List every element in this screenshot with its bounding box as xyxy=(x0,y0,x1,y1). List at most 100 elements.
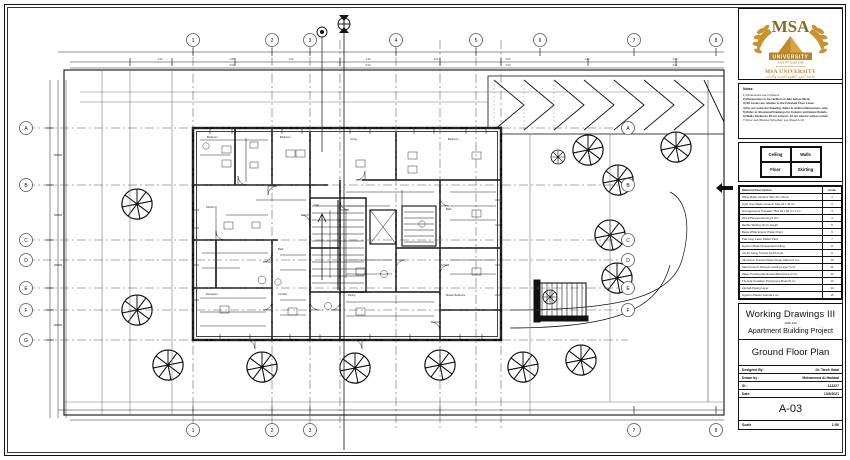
svg-text:Bath: Bath xyxy=(278,247,284,251)
window-symbols xyxy=(193,128,501,340)
material-code: 5 xyxy=(822,221,842,229)
materials-header-description: Material Description xyxy=(739,186,823,194)
scale-value: 1:50 xyxy=(831,423,839,427)
svg-text:2: 2 xyxy=(271,38,274,44)
field-label: ID : xyxy=(742,383,748,388)
finish-legend-grid: Ceiling Walls Floor Skirting xyxy=(759,146,822,178)
material-code: 13 xyxy=(822,277,842,285)
material-code: 14 xyxy=(822,284,842,292)
svg-text:MSA UNIVERSITY: MSA UNIVERSITY xyxy=(765,69,816,75)
material-description: Light Grey Matte Ceramic Tiles 30 x 30 c… xyxy=(739,200,823,208)
field-label: Date xyxy=(742,391,750,396)
svg-text:3.20: 3.20 xyxy=(158,58,163,61)
exterior-steps xyxy=(533,279,589,323)
grid-bubble-left: A B C D E F G xyxy=(19,121,33,347)
svg-text:Bedroom: Bedroom xyxy=(280,135,291,139)
material-code: 15 xyxy=(822,291,842,299)
material-code: 2 xyxy=(822,200,842,208)
secondary-stair xyxy=(401,205,437,247)
notes-box: Notes: 1) Dimensions are in Meters. 2) D… xyxy=(738,83,843,139)
note-line: 3) All Levels are relative to the Finish… xyxy=(743,101,815,106)
field-value: Mohammed Al-Haddad xyxy=(802,375,839,380)
title-panel: MSA UNIVERSITY IN EGYPT SINCE 1996 Accre… xyxy=(738,8,843,452)
course-title: Working Drawings III xyxy=(745,309,836,320)
svg-text:3.00: 3.00 xyxy=(434,58,439,61)
material-description: Pale Grey Latex Plastic Paint xyxy=(739,235,823,243)
project-name: Apartment Building Project xyxy=(747,326,834,335)
svg-text:B: B xyxy=(626,183,630,189)
materials-row: Aluminium Framed Glass Single Glazed 6 m… xyxy=(739,256,842,264)
svg-text:F: F xyxy=(626,308,629,314)
fixtures xyxy=(202,141,482,316)
note-line: 5) Refer to Structural Drawings for Colu… xyxy=(743,109,828,114)
dimension-chains xyxy=(46,48,724,421)
materials-header-code: Code xyxy=(822,186,842,194)
legend-cell-ceiling: Ceiling xyxy=(760,147,791,162)
material-description: Water Proofing Membrane Bituminous 4 mm xyxy=(739,270,823,278)
section-marker xyxy=(337,15,351,450)
svg-text:Master Bedroom: Master Bedroom xyxy=(446,293,465,297)
floor-plan-drawing-area[interactable]: Bedroom Bedroom Living Bedroom Kitchen B… xyxy=(10,10,735,450)
svg-text:D: D xyxy=(24,258,28,264)
svg-text:Corridor: Corridor xyxy=(278,292,288,296)
sheet-outer-border xyxy=(4,4,846,456)
material-description: Wood Parquet Flooring 8 mm xyxy=(739,214,823,222)
paving-chevron-band xyxy=(487,75,725,135)
material-code: 4 xyxy=(822,214,842,222)
svg-text:4: 4 xyxy=(395,38,398,44)
note-line: 1) Dimensions are in Meters. xyxy=(743,93,780,97)
svg-text:Kitchen: Kitchen xyxy=(206,205,215,209)
material-code: 11 xyxy=(822,263,842,271)
svg-text:3.40: 3.40 xyxy=(366,58,371,61)
material-code: 8 xyxy=(822,242,842,250)
msa-university-logo-icon: MSA UNIVERSITY IN EGYPT SINCE 1996 Accre… xyxy=(739,9,842,79)
field-date: Date 13/6/2021 xyxy=(739,390,842,398)
svg-text:5.00: 5.00 xyxy=(366,64,371,67)
section-marker-secondary xyxy=(316,26,328,152)
title-block-project: Working Drawings III ARE 434 Apartment B… xyxy=(739,304,842,340)
material-description: Asphalt Paving Layer xyxy=(739,284,823,292)
material-description: Gypsum Board Suspended Ceiling xyxy=(739,242,823,250)
material-description: Aluminium Framed Glass Single Glazed 6 m… xyxy=(739,256,823,264)
material-code: 10 xyxy=(822,256,842,264)
svg-text:8.20: 8.20 xyxy=(673,64,678,67)
svg-text:5: 5 xyxy=(475,38,478,44)
svg-text:6.00: 6.00 xyxy=(230,64,235,67)
course-code: ARE 434 xyxy=(784,321,797,325)
svg-text:4.20: 4.20 xyxy=(585,58,590,61)
svg-text:7: 7 xyxy=(633,38,636,44)
svg-text:Reception: Reception xyxy=(206,292,218,296)
plot-boundary xyxy=(63,69,725,416)
svg-text:B: B xyxy=(24,183,28,189)
svg-text:1.60: 1.60 xyxy=(289,58,294,61)
material-code: 7 xyxy=(822,235,842,243)
svg-text:4.00: 4.00 xyxy=(673,58,678,61)
svg-text:E: E xyxy=(626,286,630,292)
scale-row: Scale 1:50 xyxy=(739,421,842,429)
svg-text:3: 3 xyxy=(309,38,312,44)
svg-text:1: 1 xyxy=(192,428,195,434)
svg-text:MSA: MSA xyxy=(772,17,811,36)
direction-arrow-marker xyxy=(716,181,734,193)
materials-header-row: Material Description Code xyxy=(739,186,842,194)
material-code: 12 xyxy=(822,270,842,278)
sheet-number: A-03 xyxy=(739,398,842,421)
title-block: Working Drawings III ARE 434 Apartment B… xyxy=(738,303,843,430)
svg-text:A: A xyxy=(24,126,28,132)
svg-text:IN EGYPT SINCE 1996: IN EGYPT SINCE 1996 xyxy=(777,62,804,65)
material-description: White Matte Ceramic Tiles 30 x 30 cm xyxy=(739,193,823,201)
svg-text:2.80: 2.80 xyxy=(230,58,235,61)
notes-title: Notes: xyxy=(743,87,754,91)
svg-text:C: C xyxy=(626,238,630,244)
site-paths xyxy=(64,70,724,415)
material-code: 1 xyxy=(822,193,842,201)
material-description: Acrylic Spray Texture Finish Coat xyxy=(739,249,823,257)
